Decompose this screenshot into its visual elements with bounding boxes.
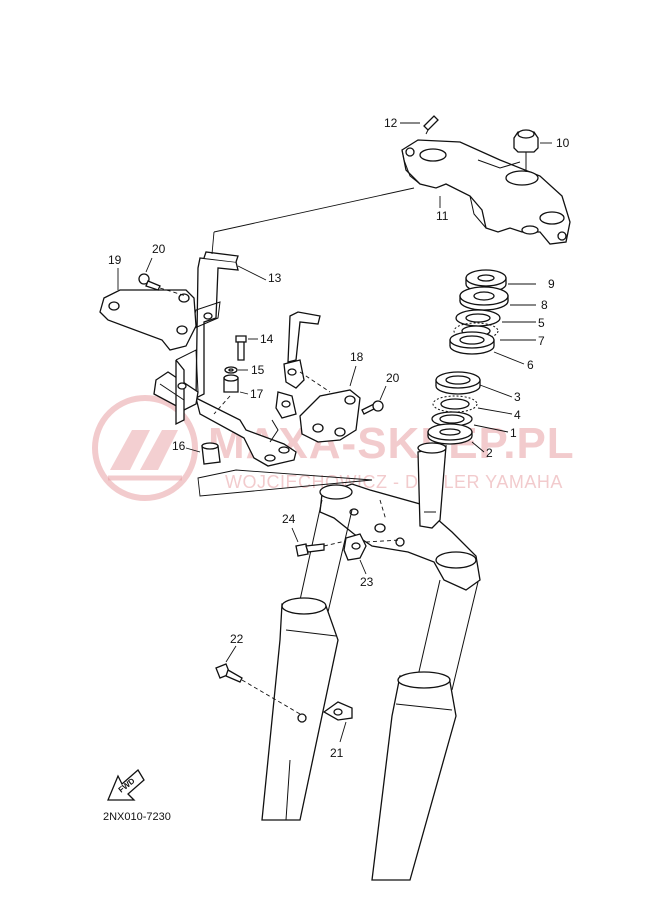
watermark-logo [92,395,198,501]
bracket-18 [299,365,361,443]
leader-11-to-13 [213,187,415,233]
fwd-arrow-icon: FWD [107,768,145,801]
part-label-16: 16 [172,439,186,453]
part-label-12: 12 [384,116,398,130]
lower-bracket [319,442,481,591]
part-label-3: 3 [514,390,521,404]
part-label-20-right: 20 [386,371,400,385]
part-label-24: 24 [282,512,296,526]
race-3 [435,371,513,398]
part-label-11: 11 [436,209,449,223]
leader-13-top [211,231,215,255]
part-label-4: 4 [514,408,521,422]
part-label-18: 18 [350,350,364,364]
bolt-20-right [361,385,387,415]
diagram-code: 2NX010-7230 [103,811,171,823]
part-label-5: 5 [538,316,545,330]
race-5 [455,309,536,327]
group-bracket-outline [197,469,373,497]
bolt-12 [400,115,439,135]
part-label-23: 23 [360,575,374,589]
washer-8 [459,286,536,311]
part-label-17: 17 [250,387,264,401]
clamp-23 [343,533,401,575]
washer-15 [224,366,248,374]
bearing-4 [432,395,513,415]
bolt-22 [215,645,301,715]
nut-10 [513,129,552,172]
part-label-6: 6 [527,358,534,372]
part-label-20-left: 20 [152,242,166,256]
bolt-20-left [138,257,187,297]
part-label-14: 14 [260,332,274,346]
part-label-1: 1 [510,426,517,440]
part-label-10: 10 [556,136,570,150]
fork-right [371,579,479,881]
collar-17 [213,374,249,415]
clamp-21 [297,701,353,743]
part-label-15: 15 [251,363,265,377]
race-6 [449,331,525,365]
stay-13 [153,251,297,467]
race-1 [431,411,509,433]
part-label-8: 8 [541,298,548,312]
stay-right [269,311,331,443]
part-label-19: 19 [108,253,122,267]
part-label-13: 13 [268,271,282,285]
damper-16 [185,442,221,465]
part-label-21: 21 [330,746,344,760]
bolt-24 [291,527,351,557]
part-labels: 12 10 11 9 8 5 7 6 3 4 1 2 20 19 13 14 1… [108,116,570,760]
seal-2 [427,423,485,453]
fork-left [261,499,353,821]
part-label-7: 7 [538,334,545,348]
part-label-2: 2 [486,446,493,460]
bolt-14 [235,335,258,361]
upper-bracket-11 [401,139,571,245]
watermark-sub-text: WOJCIECHOWICZ - DEALER YAMAHA [225,472,563,492]
part-label-9: 9 [548,277,555,291]
bracket-19 [99,268,197,351]
part-label-22: 22 [230,632,244,646]
